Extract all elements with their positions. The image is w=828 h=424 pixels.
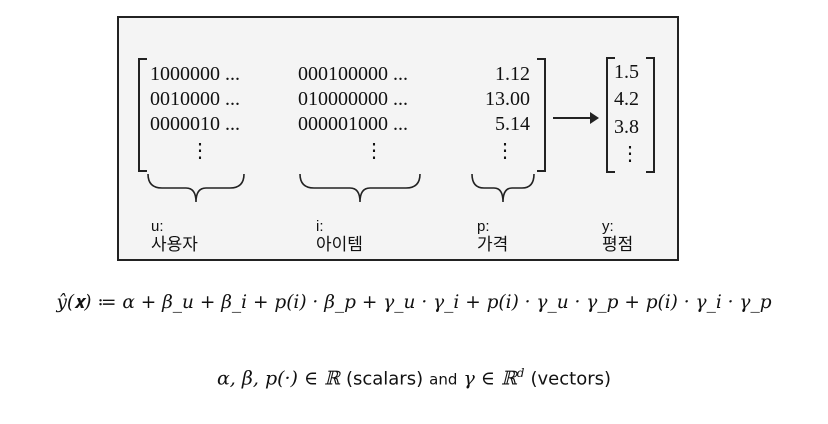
scalars-word: (scalars) [345,368,424,390]
user-ellipsis: ⋮ [190,140,210,162]
row3-user: 0000010 ... [150,113,240,135]
rating-name-label: 평점 [602,235,634,255]
prediction-formula: ŷ(𝐱) ≔ α + β_u + β_i + p(i) · β_p + γ_u … [56,292,772,313]
matrix-right-bracket [537,58,546,172]
user-name-label: 사용자 [151,235,198,255]
row3-price: 5.14 [495,113,530,135]
item-name-label: 아이템 [316,235,363,255]
vectors-word: (vectors) [530,368,612,390]
row1-user: 1000000 ... [150,63,240,85]
rating-var-label: y: [602,218,614,235]
target-right-bracket [646,57,655,173]
row2-price: 13.00 [485,88,530,110]
item-ellipsis: ⋮ [364,140,384,162]
arrow-icon [590,112,599,124]
row2-user: 0010000 ... [150,88,240,110]
feature-matrix-box [117,16,679,261]
scalars-math: α, β, p(·) ∈ ℝ [216,367,340,390]
domain-statement: α, β, p(·) ∈ ℝ (scalars) and γ ∈ ℝd (vec… [0,366,828,389]
matrix-left-bracket [138,58,147,172]
vector-exponent: d [516,366,525,380]
price-brace [471,173,535,203]
vector-math: γ ∈ ℝ [463,367,517,390]
row3-item: 000001000 ... [298,113,408,135]
and-word: and [429,370,458,389]
target-value-3: 3.8 [614,116,639,138]
row2-item: 010000000 ... [298,88,408,110]
item-brace [299,173,421,203]
target-left-bracket [606,57,615,173]
arrow-line [553,117,593,119]
item-var-label: i: [316,218,324,235]
target-ellipsis: ⋮ [620,143,640,165]
row1-price: 1.12 [495,63,530,85]
user-brace [147,173,245,203]
price-ellipsis: ⋮ [495,140,515,162]
target-value-2: 4.2 [614,88,639,110]
user-var-label: u: [151,218,164,235]
target-value-1: 1.5 [614,61,639,83]
price-var-label: p: [477,218,490,235]
row1-item: 000100000 ... [298,63,408,85]
price-name-label: 가격 [477,235,509,255]
